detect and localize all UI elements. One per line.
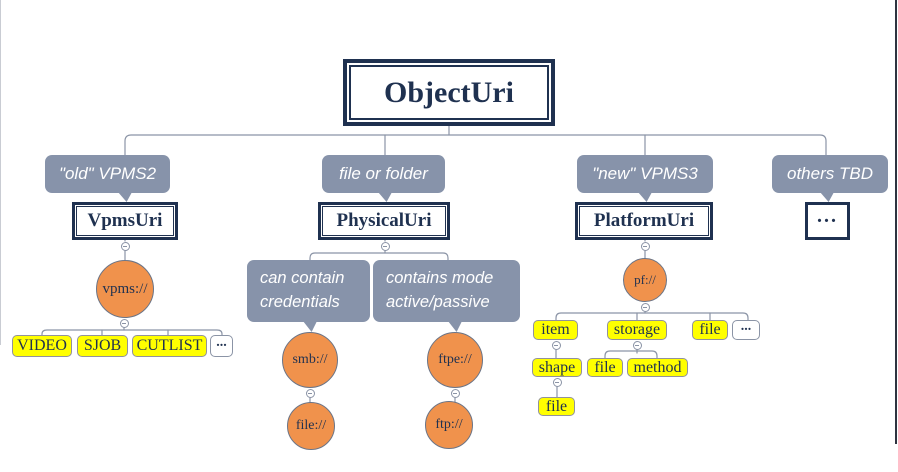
callout-tail: [302, 321, 318, 332]
collapse-toggle-icon[interactable]: [632, 340, 642, 350]
node-storage-file[interactable]: file: [587, 358, 623, 377]
collapse-toggle-icon[interactable]: [552, 377, 562, 387]
topic-vpmsuri[interactable]: VpmsUri: [72, 202, 178, 240]
ellipsis-label: ...: [216, 335, 227, 350]
node-shape-file[interactable]: file: [538, 397, 575, 416]
node-platform-ellipsis[interactable]: ...: [732, 319, 760, 340]
callout-new-vpms3-label: "new" VPMS3: [592, 164, 698, 183]
collapse-toggle-icon[interactable]: [119, 318, 129, 328]
collapse-toggle-icon[interactable]: [380, 241, 390, 251]
collapse-toggle-icon[interactable]: [305, 388, 315, 398]
callout-credentials-label: can contain credentials: [260, 269, 345, 311]
root-topic-objecturi[interactable]: ObjectUri: [343, 59, 555, 126]
callout-old-vpms2[interactable]: "old" VPMS2: [45, 155, 170, 202]
node-cutlist[interactable]: CUTLIST: [132, 335, 207, 357]
callout-mode-note[interactable]: contains mode active/passive: [373, 260, 520, 332]
node-sjob[interactable]: SJOB: [77, 335, 128, 357]
callout-tail: [637, 192, 653, 202]
scheme-circle-pf[interactable]: pf://: [623, 258, 667, 302]
scheme-circle-ftpe[interactable]: ftpe://: [427, 332, 483, 388]
scheme-circle-smb[interactable]: smb://: [282, 332, 338, 388]
node-item[interactable]: item: [533, 320, 578, 340]
callout-old-vpms2-label: "old" VPMS2: [58, 164, 157, 183]
scheme-circle-vpms[interactable]: vpms://: [96, 260, 154, 318]
callout-new-vpms3[interactable]: "new" VPMS3: [577, 155, 713, 202]
collapse-toggle-icon[interactable]: [450, 388, 460, 398]
collapse-toggle-icon[interactable]: [551, 340, 561, 350]
collapse-toggle-icon[interactable]: [120, 241, 130, 251]
callout-tail: [377, 192, 393, 202]
topic-platformuri[interactable]: PlatformUri: [575, 202, 713, 240]
callout-mode-label: contains mode active/passive: [386, 269, 494, 311]
callout-credentials-note[interactable]: can contain credentials: [247, 260, 370, 332]
node-storage[interactable]: storage: [607, 320, 667, 340]
frame-right-edge: [895, 0, 897, 444]
node-file[interactable]: file: [692, 320, 728, 340]
ellipsis-label: ...: [817, 204, 838, 227]
callout-file-or-folder-label: file or folder: [339, 164, 428, 183]
node-vpms-ellipsis[interactable]: ...: [210, 335, 233, 357]
node-method[interactable]: method: [627, 358, 688, 377]
callout-others-tbd[interactable]: others TBD: [772, 155, 888, 202]
scheme-circle-ftp[interactable]: ftp://: [425, 401, 473, 449]
topic-others-ellipsis[interactable]: ...: [805, 202, 850, 240]
node-shape[interactable]: shape: [532, 358, 582, 377]
callout-others-tbd-label: others TBD: [787, 164, 873, 183]
topic-physicaluri[interactable]: PhysicalUri: [318, 202, 450, 240]
node-video[interactable]: VIDEO: [12, 335, 72, 357]
ellipsis-label: ...: [740, 319, 752, 334]
callout-tail: [819, 192, 835, 202]
scheme-circle-file[interactable]: file://: [287, 402, 335, 450]
callout-file-or-folder[interactable]: file or folder: [322, 155, 445, 202]
collapse-toggle-icon[interactable]: [640, 302, 650, 312]
callout-tail: [447, 321, 463, 332]
collapse-toggle-icon[interactable]: [640, 241, 650, 251]
callout-tail: [117, 192, 133, 202]
frame-left-edge: [0, 0, 1, 345]
